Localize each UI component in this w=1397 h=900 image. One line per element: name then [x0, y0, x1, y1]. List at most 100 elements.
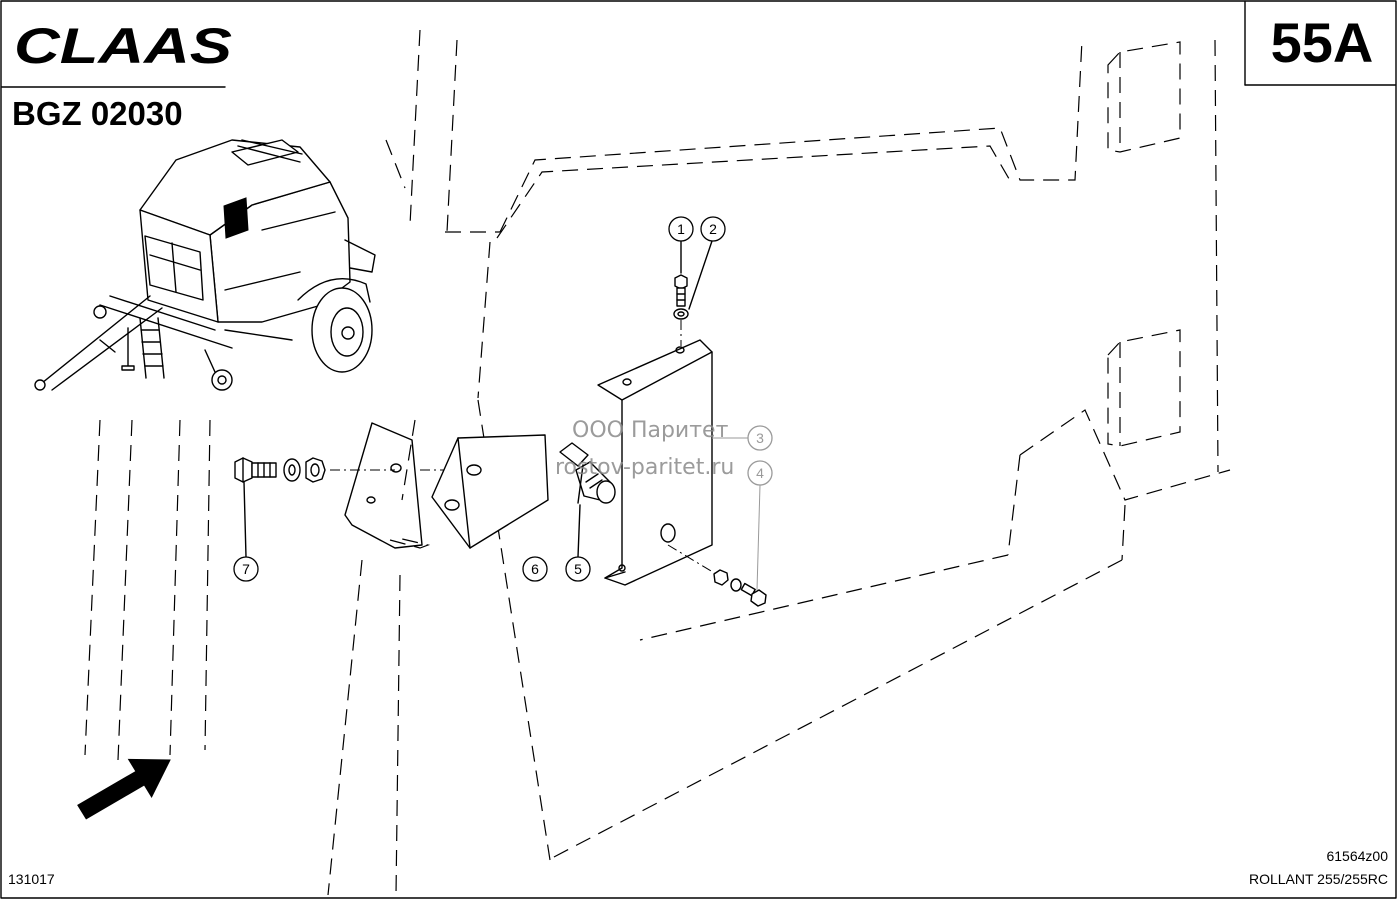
roof-rail [241, 139, 303, 155]
callout-number: 4 [756, 465, 764, 481]
angle-plate [431, 434, 549, 549]
bracket-foot-line [604, 571, 626, 579]
frame-dashed-line [446, 39, 458, 233]
ladder-rail [139, 317, 147, 379]
callout-2: 2 [700, 216, 726, 242]
bolt-assembly-7 [234, 457, 326, 483]
bracket-top-hole [675, 346, 685, 354]
callout-1: 1 [668, 216, 694, 242]
leader-line-5 [577, 504, 581, 558]
frame-dashed-line [327, 559, 363, 896]
frame-dashed-line [1121, 504, 1126, 561]
page-number: 55A [1271, 11, 1374, 74]
sensor-cable [577, 464, 584, 504]
frame-dashed-line [499, 39, 1083, 233]
bracket-top-hole [622, 378, 632, 386]
pickup-roller [93, 305, 107, 319]
hex-nut-hole [310, 463, 320, 477]
callout-circle [233, 556, 259, 582]
frame-dashed-line [1007, 454, 1021, 556]
plate-hole [466, 464, 482, 476]
tow-eye [34, 379, 46, 391]
callout-circle [522, 556, 548, 582]
callout-circle [668, 216, 694, 242]
baler-front-face [139, 209, 219, 323]
pickup-frame [99, 304, 233, 349]
assembly-centerline [667, 544, 717, 575]
frame-dashed-line [1214, 39, 1219, 473]
model-name: ROLLANT 255/255RC [1249, 871, 1388, 887]
watermark-site: rostov-paritet.ru [555, 455, 734, 480]
frame-dashed-line [496, 145, 1013, 239]
side-panel-line [261, 211, 336, 231]
pickup-chain [224, 329, 293, 341]
front-grid-line [171, 242, 177, 293]
callout-circle [565, 556, 591, 582]
frame-dashed-line [551, 559, 1123, 859]
washer [673, 308, 689, 320]
frame-dashed-line [385, 139, 406, 189]
callout-circle [747, 425, 773, 451]
travel-direction-arrow [77, 758, 171, 820]
pickup-frame [109, 295, 216, 331]
washer [730, 578, 742, 592]
washer [283, 458, 301, 482]
callout-number: 6 [531, 561, 539, 577]
frame-dashed-line [84, 419, 101, 756]
callout-4: 4 [747, 460, 773, 486]
baler-top-cover [139, 139, 331, 236]
sensor-location-marker [223, 197, 249, 239]
plate-hole [444, 499, 460, 511]
drawbar [41, 295, 151, 384]
screw-head [750, 589, 767, 607]
wheel-rim [330, 307, 364, 357]
sensor-thread-line [585, 473, 599, 483]
leader-lines [243, 240, 761, 591]
callout-number: 7 [242, 561, 250, 577]
leader-line-2 [688, 240, 713, 310]
drawing-number: 61564z00 [1326, 848, 1388, 864]
drawbar-brace [99, 339, 116, 353]
document-code: BGZ 02030 [12, 95, 183, 132]
sensor-connector [559, 442, 589, 467]
washer-hole [288, 464, 296, 476]
callout-circle [700, 216, 726, 242]
proximity-sensor-5 [559, 442, 616, 504]
claas-logo: CLAAS [14, 18, 232, 74]
sensor-face [596, 480, 616, 504]
angle-plate-6 [431, 434, 549, 549]
frame-dashed-line [395, 574, 401, 896]
front-opening [144, 235, 204, 301]
frame-dashed-box [1107, 329, 1181, 447]
callout-7: 7 [233, 556, 259, 582]
callout-3: 3 [747, 425, 773, 451]
wheel-hub [341, 326, 355, 340]
footer-code: 131017 [8, 871, 55, 887]
callout-number: 2 [709, 221, 717, 237]
screw-assembly-1-2 [673, 274, 689, 320]
ladder-rail [157, 317, 165, 379]
leader-line-7 [243, 481, 247, 558]
callout-6: 6 [522, 556, 548, 582]
bracket-foot-hole [618, 564, 626, 572]
screw-assembly-4 [667, 544, 767, 607]
side-panel-line [224, 271, 301, 291]
hex-nut [305, 457, 326, 483]
screw-head [674, 274, 688, 290]
drawbar [51, 307, 163, 391]
frame-dashed-line [1019, 409, 1231, 501]
bracket-hole [390, 463, 402, 473]
frame-dashed-line [204, 419, 211, 751]
frame-dashed-box [1107, 41, 1181, 153]
frame-dashed-line [477, 241, 491, 399]
angle-plate-bend [457, 437, 471, 549]
hex-nut [713, 569, 729, 586]
screw-shank [676, 287, 686, 307]
jack-foot [121, 365, 135, 371]
callout-circle [747, 460, 773, 486]
frame-dashed-line [639, 554, 1009, 641]
callout-number: 1 [677, 221, 685, 237]
pickup-wheel-hub [217, 375, 227, 385]
